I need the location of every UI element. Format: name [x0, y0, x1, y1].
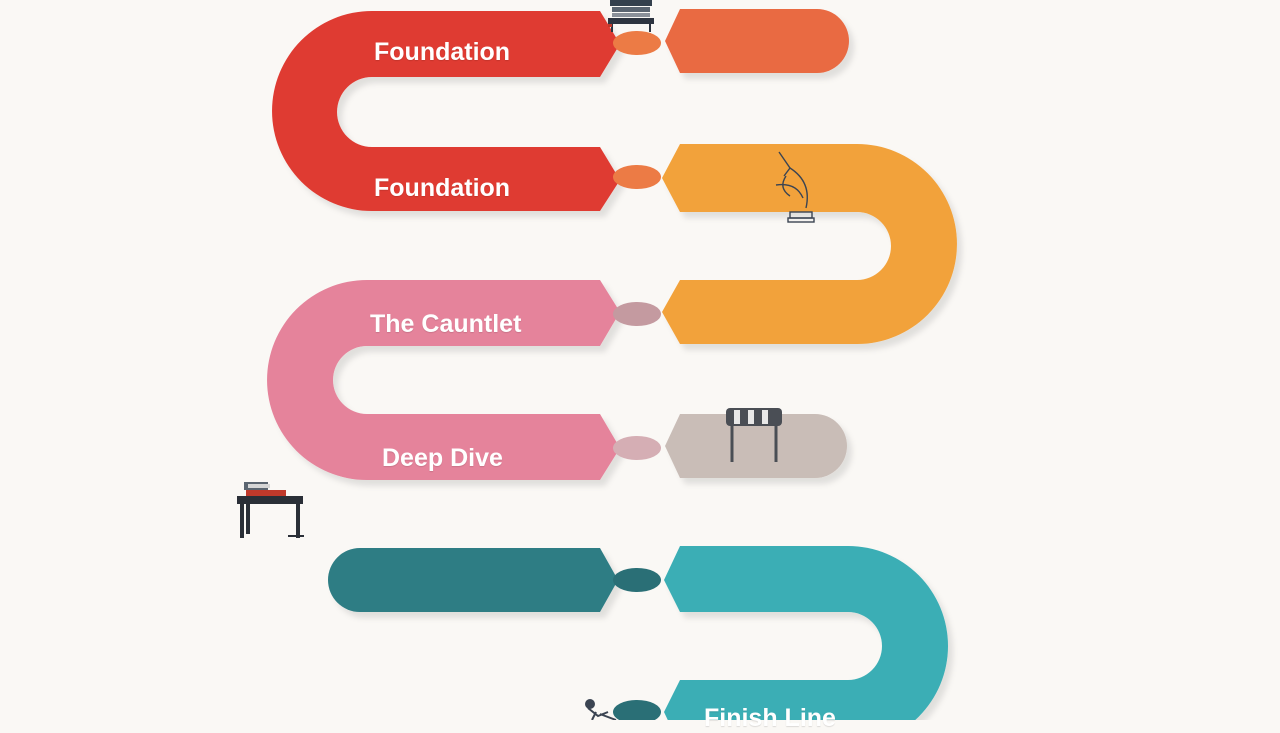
runner-icon [585, 699, 617, 720]
connector-knob [613, 568, 661, 592]
segment-orange-pill [665, 9, 849, 73]
connector-knob [613, 436, 661, 460]
stage-label: Finish Line [704, 704, 836, 732]
hurdle-icon [726, 408, 782, 462]
connector-knob [613, 700, 661, 720]
segment-taupe-pill [665, 414, 847, 478]
stage-label: The Cauntlet [370, 310, 522, 338]
segment-teal-u-band [664, 546, 948, 720]
stage-label: Foundation [374, 38, 511, 66]
segment-red-u-band [272, 11, 620, 211]
stage-label: Foundation [374, 174, 511, 202]
connector-knob [613, 31, 661, 55]
microscope-icon [775, 151, 815, 223]
segment-pink-u-band [267, 280, 620, 480]
stage-label: Deep Dive [382, 444, 503, 472]
connector-knob [613, 165, 661, 189]
laptop-desk-icon [608, 0, 654, 32]
segment-amber-u-band [662, 144, 957, 344]
segment-dark-teal-pill [328, 548, 618, 612]
connector-knob [613, 302, 661, 326]
bookshelf-desk-icon [237, 482, 304, 538]
